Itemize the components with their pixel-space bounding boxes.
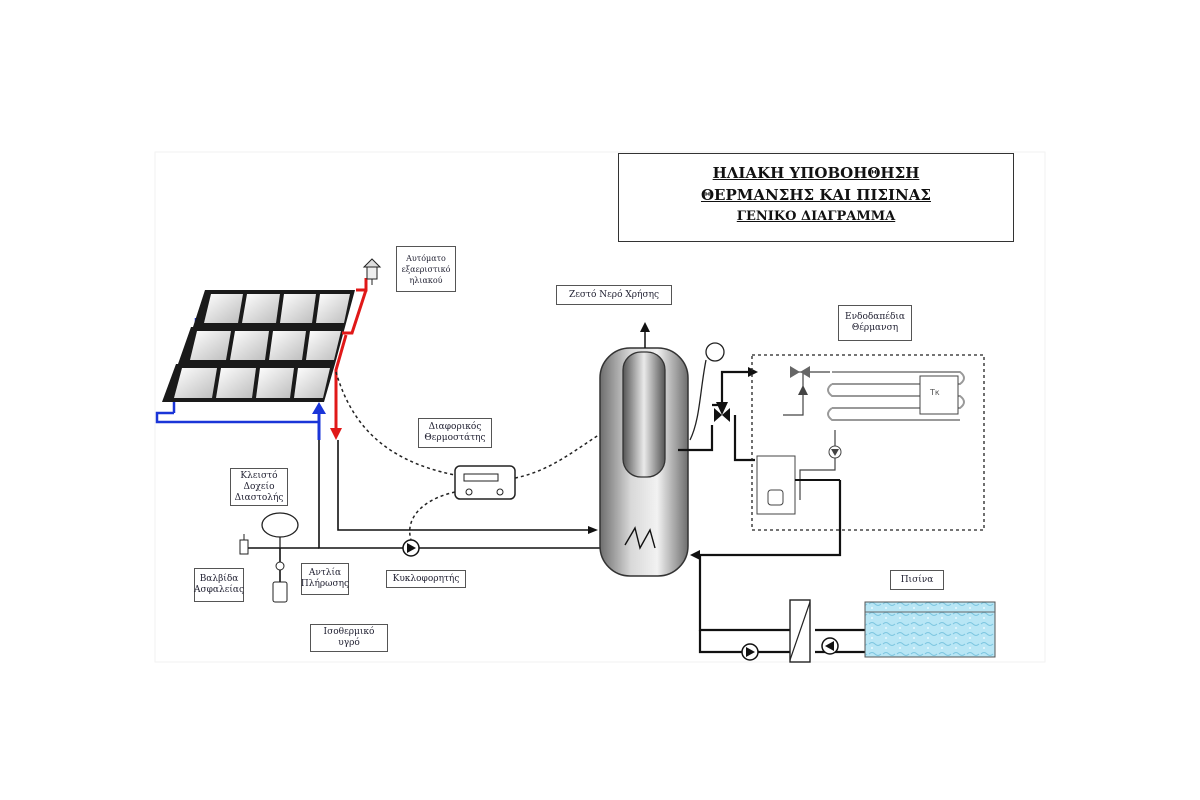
title-line-2: ΘΕΡΜΑΝΣΗΣ ΚΑΙ ΠΙΣΙΝΑΣ [700,186,931,204]
arrow-up-icon [798,385,808,395]
title-line-1: ΗΛΙΑΚΗ ΥΠΟΒΟΗΘΗΣΗ [712,164,920,182]
pool-pump-icon [741,643,759,661]
label-hot-water: Ζεστό Νερό Χρήσης [556,285,672,305]
differential-thermostat [454,465,516,500]
sensor-wires [335,371,616,541]
safety-valve-icon [239,534,249,555]
cold-arrow-up-icon [312,402,326,414]
label-safety-valve: Βαλβίδα Ασφαλείας [194,568,244,602]
hot-water-out-arrow-icon [640,322,650,332]
supply-arrow-icon [748,367,758,377]
arrow-into-tank-icon [588,526,598,534]
pipework [248,440,600,582]
solar-collector [155,258,382,440]
pool-water [864,601,996,658]
label-fill-pump: Αντλία Πλήρωσης [301,563,349,595]
boiler-tag: Τκ [930,388,940,397]
air-vent-icon [362,258,382,285]
underfloor-pump-icon [828,445,842,459]
hot-arrow-down-icon [330,428,342,440]
underfloor-heating-zone [751,354,985,531]
label-insulated-pipe: Ισοθερμικό υγρό [310,624,388,652]
label-underfloor-heating: Ενδοδαπέδια Θέρμανση [838,305,912,341]
circulator-pump-icon [402,539,420,557]
label-pool: Πισίνα [890,570,944,590]
collector-row-3 [162,364,335,402]
heating-supply-pipes [678,370,865,654]
pressure-gauge-icon [689,342,725,441]
mixing-valve-icon [790,366,810,378]
return-arrow-icon [690,550,700,560]
title-line-3: ΓΕΝΙΚΟ ΔΙΑΓΡΑΜΜΑ [736,209,896,224]
label-circulator: Κυκλοφορητής [386,570,466,588]
collector-row-1 [193,290,355,327]
pool-loop [741,599,996,663]
expansion-vessel-icon [261,512,299,538]
pool-circuit-pump-icon [821,637,839,655]
storage-tank [599,322,689,577]
three-way-valve-icon [714,402,730,422]
hot-flow-line [334,278,368,430]
label-thermostat: Διαφορικός Θερμοστάτης [418,418,492,448]
boiler-unit [919,375,959,415]
heat-exchanger-coil [624,526,656,550]
fill-pump-icon [272,561,288,603]
collector-row-2 [178,327,345,364]
label-expansion-vessel: Κλειστό Δοχείο Διαστολής [230,468,288,506]
label-air-vent: Αυτόματο εξαεριστικό ηλιακού [396,246,456,292]
diagram-title-box: ΗΛΙΑΚΗ ΥΠΟΒΟΗΘΗΣΗ ΘΕΡΜΑΝΣΗΣ ΚΑΙ ΠΙΣΙΝΑΣ … [618,153,1014,242]
